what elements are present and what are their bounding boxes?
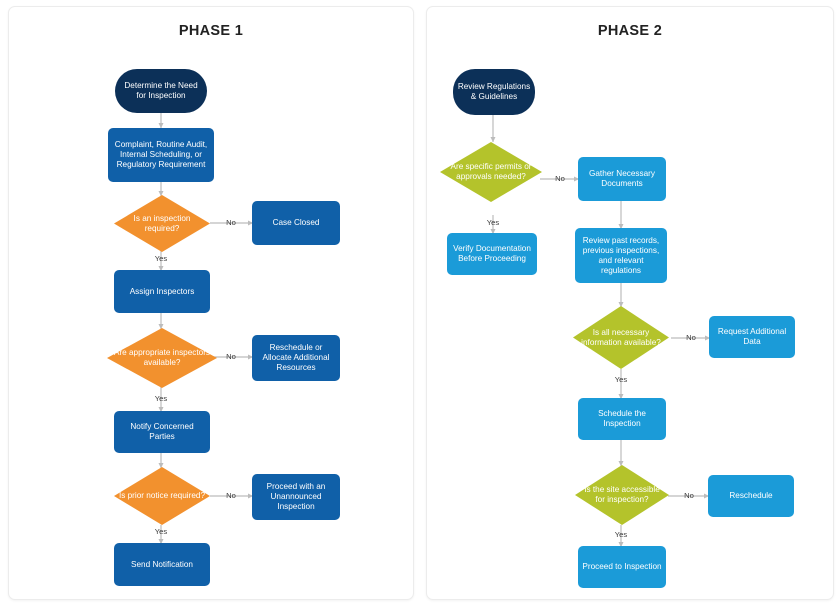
edge-label-no-prior-notice: No	[226, 491, 236, 500]
edge-label-yes-inspectors-available: Yes	[154, 394, 168, 403]
node-reschedule[interactable]: Reschedule	[708, 475, 794, 517]
node-label: Schedule the Inspection	[598, 409, 646, 428]
node-label: Send Notification	[131, 559, 193, 569]
edge-label-no-inspectors-available: No	[226, 352, 236, 361]
node-assign-inspectors[interactable]: Assign Inspectors	[114, 270, 210, 313]
phase-2-connectors	[490, 112, 711, 548]
node-label: Is an inspection required?	[133, 213, 191, 233]
node-proceed-to-inspection[interactable]: Proceed to Inspection	[578, 546, 666, 588]
node-send-notification[interactable]: Send Notification	[114, 543, 210, 586]
edge-label-yes-inspection-required: Yes	[154, 254, 168, 263]
decision-are-inspectors-available[interactable]: Are appropriate inspectors available?	[107, 328, 217, 388]
node-label: Is the site accessible for inspection?	[584, 485, 660, 504]
phase-1-panel: PHASE 1	[8, 6, 414, 600]
node-label: Review Regulations & Guidelines	[457, 82, 531, 101]
phase-2-panel: PHASE 2	[426, 6, 834, 600]
node-label: Proceed with an Unannounced Inspection	[266, 482, 326, 511]
edge-label-yes-site-accessible: Yes	[614, 530, 628, 539]
node-determine-need-for-inspection[interactable]: Determine the Need for Inspection	[115, 69, 207, 113]
node-schedule-the-inspection[interactable]: Schedule the Inspection	[578, 398, 666, 440]
decision-are-permits-needed[interactable]: Are specific permits or approvals needed…	[440, 142, 542, 202]
edge-label-yes-prior-notice: Yes	[154, 527, 168, 536]
node-label: Reschedule or Allocate Additional Resour…	[262, 343, 330, 372]
node-reschedule-or-allocate-resources[interactable]: Reschedule or Allocate Additional Resour…	[252, 335, 340, 381]
phase-2-canvas: Review Regulations & Guidelines Are spec…	[427, 7, 833, 599]
node-label: Notify Concerned Parties	[130, 422, 194, 441]
edge-label-no-site-accessible: No	[684, 491, 694, 500]
edge-label-yes-information-available: Yes	[614, 375, 628, 384]
node-review-regulations-guidelines[interactable]: Review Regulations & Guidelines	[453, 69, 535, 115]
node-label: Reschedule	[729, 491, 773, 500]
decision-is-prior-notice-required[interactable]: Is prior notice required?	[114, 467, 210, 525]
node-gather-necessary-documents[interactable]: Gather Necessary Documents	[578, 157, 666, 201]
node-verify-documentation[interactable]: Verify Documentation Before Proceeding	[447, 233, 537, 275]
node-label: Are appropriate inspectors available?	[113, 348, 211, 367]
edge-label-no-permits-needed: No	[555, 174, 565, 183]
phase-1-connectors	[158, 111, 254, 545]
decision-is-site-accessible[interactable]: Is the site accessible for inspection?	[575, 465, 669, 525]
decision-is-information-available[interactable]: Is all necessary information available?	[573, 306, 669, 369]
edge-label-yes-permits-needed: Yes	[486, 218, 500, 227]
node-label: Determine the Need for Inspection	[124, 81, 198, 100]
node-label: Is all necessary information available?	[581, 327, 661, 347]
node-inspection-sources[interactable]: Complaint, Routine Audit, Internal Sched…	[108, 128, 214, 182]
node-label: Request Additional Data	[717, 327, 787, 346]
node-notify-concerned-parties[interactable]: Notify Concerned Parties	[114, 411, 210, 453]
decision-is-inspection-required[interactable]: Is an inspection required?	[114, 195, 210, 252]
node-label: Complaint, Routine Audit, Internal Sched…	[114, 140, 208, 169]
node-label: Case Closed	[272, 218, 320, 227]
phase-1-title: PHASE 1	[178, 23, 244, 39]
node-label: Is prior notice required?	[118, 491, 205, 500]
node-label: Review past records, previous inspection…	[582, 235, 660, 275]
phase-2-title: PHASE 2	[597, 23, 663, 39]
node-proceed-unannounced-inspection[interactable]: Proceed with an Unannounced Inspection	[252, 474, 340, 520]
node-request-additional-data[interactable]: Request Additional Data	[709, 316, 795, 358]
node-label: Proceed to Inspection	[582, 562, 662, 571]
node-review-past-records[interactable]: Review past records, previous inspection…	[575, 228, 667, 283]
edge-label-no-inspection-required: No	[226, 218, 236, 227]
node-label: Verify Documentation Before Proceeding	[453, 244, 531, 263]
node-label: Assign Inspectors	[129, 286, 195, 296]
node-case-closed[interactable]: Case Closed	[252, 201, 340, 245]
phase-1-canvas: Determine the Need for Inspection Compla…	[9, 7, 413, 599]
node-label: Are specific permits or approvals needed…	[450, 162, 532, 181]
node-label: Gather Necessary Documents	[589, 169, 655, 188]
edge-label-no-information-available: No	[686, 333, 696, 342]
